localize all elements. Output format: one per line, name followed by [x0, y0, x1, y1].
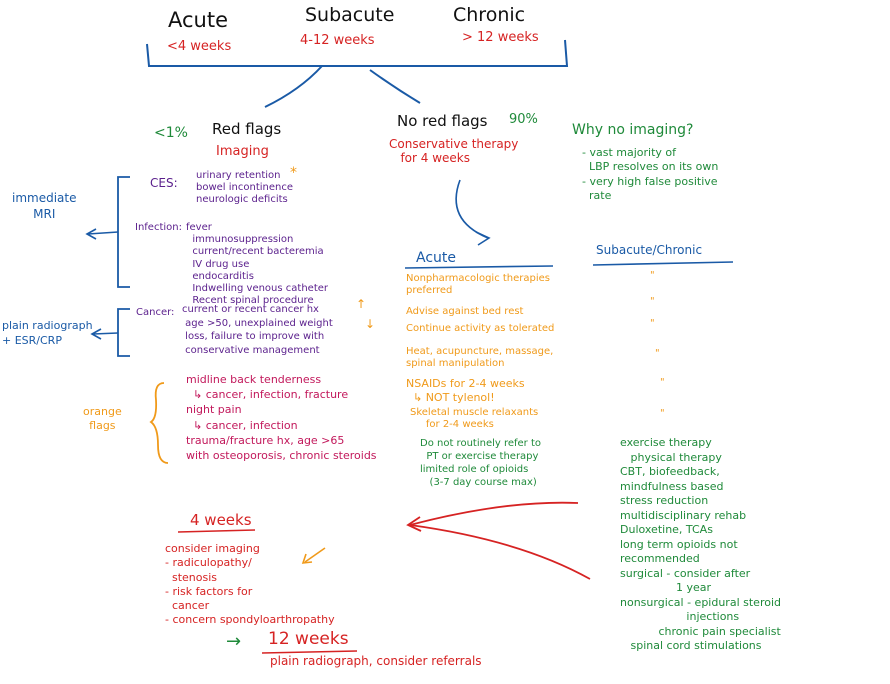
orange-arrow-head: [301, 553, 313, 564]
acute-green-notes: Do not routinely refer to PT or exercise…: [420, 438, 542, 488]
merge-arrow-upper: [409, 501, 579, 526]
ces-label: CES:: [150, 176, 178, 190]
header-subacute-duration: 4-12 weeks: [300, 33, 375, 48]
why-no-imaging-title: Why no imaging?: [572, 122, 694, 138]
mri-bracket: [117, 176, 130, 288]
mri-arrow-head: [85, 228, 97, 240]
ditto-mark-1: ": [650, 270, 655, 281]
acute-item-nonpharm: Nonpharmacologic therapies preferred: [406, 273, 551, 296]
red-flags-percent: <1%: [154, 125, 188, 141]
red-flags-action: Imaging: [216, 144, 269, 159]
cancer-items: current or recent cancer hx age >50, une…: [182, 304, 333, 356]
cancer-up-arrow: ↑: [356, 297, 367, 311]
therapy-arrow: [455, 179, 489, 239]
twelve-weeks-title: 12 weeks: [268, 629, 349, 649]
infection-items: fever immunosuppression current/recent b…: [186, 222, 328, 307]
four-weeks-items: consider imaging - radiculopathy/ stenos…: [165, 542, 335, 627]
mri-arrow: [87, 231, 119, 235]
no-red-flags-percent: 90%: [509, 112, 538, 127]
twelve-weeks-subtitle: plain radiograph, consider referrals: [270, 654, 482, 668]
header-chronic: Chronic: [453, 4, 526, 26]
ditto-mark-3: ": [650, 318, 655, 329]
why-no-imaging-items: - vast majority of LBP resolves on its o…: [582, 146, 719, 202]
orange-flags-items: midline back tenderness ↳ cancer, infect…: [186, 373, 377, 462]
conservative-therapy: Conservative therapy for 4 weeks: [389, 137, 519, 166]
ditto-mark-5: ": [660, 377, 665, 388]
cancer-bracket: [117, 308, 130, 357]
therapy-arrow-head: [475, 231, 491, 246]
subacute-column-title: Subacute/Chronic: [596, 243, 703, 257]
infection-label: Infection:: [135, 222, 182, 233]
acute-item-muscle-relaxants: Skeletal muscle relaxants for 2-4 weeks: [410, 407, 539, 430]
header-subacute: Subacute: [305, 4, 395, 26]
cancer-label: Cancer:: [136, 307, 175, 318]
red-flags-title: Red flags: [212, 120, 282, 138]
ditto-mark-6: ": [660, 408, 665, 419]
ditto-mark-2: ": [650, 296, 655, 307]
header-chronic-duration: > 12 weeks: [462, 30, 539, 45]
subacute-chronic-items: exercise therapy physical therapy CBT, b…: [620, 436, 781, 653]
acute-item-activity: Continue activity as tolerated: [406, 323, 555, 334]
merge-arrow-lower: [409, 524, 591, 580]
acute-item-nsaids: NSAIDs for 2-4 weeks ↳ NOT tylenol!: [406, 377, 525, 404]
no-red-flags-title: No red flags: [397, 112, 488, 130]
branch-right: [369, 69, 421, 104]
four-weeks-underline: [177, 529, 256, 533]
ces-star: *: [290, 165, 297, 181]
acute-item-bed-rest: Advise against bed rest: [406, 306, 524, 317]
cancer-arrow: [92, 332, 119, 335]
orange-bracket: [149, 382, 169, 464]
twelve-weeks-underline: [261, 650, 358, 654]
acute-underline: [404, 265, 554, 269]
four-weeks-title: 4 weeks: [190, 511, 252, 529]
acute-column-title: Acute: [416, 250, 457, 266]
orange-arrow: [304, 547, 326, 563]
orange-flags-label: orange flags: [83, 405, 122, 433]
twelve-weeks-arrow: →: [226, 631, 242, 652]
acute-item-heat: Heat, acupuncture, massage, spinal manip…: [406, 346, 554, 369]
ditto-mark-4: ": [655, 348, 660, 359]
cancer-workup-label: plain radiograph + ESR/CRP: [2, 319, 93, 348]
immediate-mri-label: immediate MRI: [12, 191, 77, 222]
branch-left: [264, 65, 323, 108]
cancer-arrow-head: [90, 328, 102, 340]
timeline-bracket: [146, 39, 569, 67]
header-acute: Acute: [168, 8, 229, 32]
subacute-underline: [592, 261, 734, 266]
ces-items: urinary retention bowel incontinence neu…: [196, 170, 294, 205]
header-acute-duration: <4 weeks: [167, 39, 232, 54]
cancer-down-arrow: ↓: [365, 317, 376, 331]
merge-arrow-head: [406, 516, 422, 532]
